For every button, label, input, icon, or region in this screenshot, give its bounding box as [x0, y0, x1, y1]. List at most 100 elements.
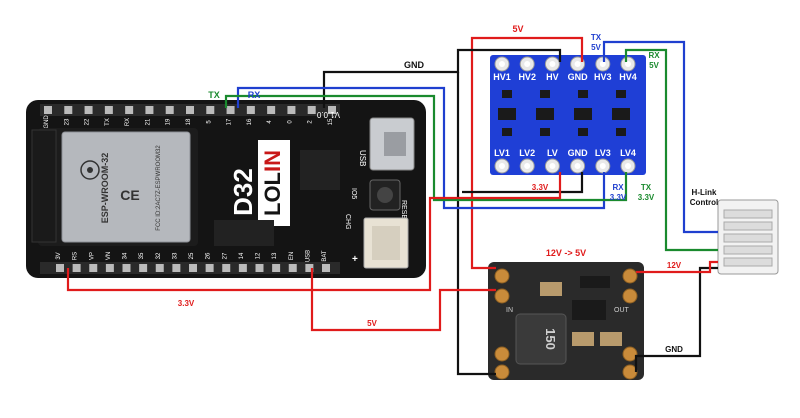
pin-label: 32 — [156, 252, 162, 259]
esp32-shield — [61, 131, 191, 243]
pin-hole — [189, 264, 197, 272]
hlink-label-1: H-Link — [692, 188, 717, 197]
mosfet — [498, 108, 516, 120]
pin-hole — [125, 106, 134, 114]
wire-tx-esp — [224, 94, 628, 202]
svg-text:LOLIN: LOLIN — [260, 150, 285, 216]
label-3v3-shifter: 3.3V — [532, 183, 549, 192]
pin-label: 21 — [145, 118, 151, 125]
label-tx-33-1: TX — [641, 183, 652, 192]
pin-hole — [165, 106, 174, 114]
version-text: V1.0.0 — [316, 110, 340, 119]
wire-gnd-right — [634, 266, 718, 372]
pin-hole — [205, 264, 214, 272]
pin-label: 25 — [189, 252, 195, 259]
label-gnd-right: GND — [665, 345, 683, 354]
brand-box — [258, 140, 290, 226]
pin-label: VP — [89, 252, 95, 260]
board-model-text: D32 — [228, 168, 258, 216]
pin-label: 33 — [172, 252, 178, 259]
pin-label: 35 — [139, 252, 145, 259]
wire-12v — [636, 260, 718, 274]
pin-label: EN — [289, 252, 295, 260]
label-rx-esp: RX — [248, 90, 261, 100]
usb-serial-chip — [300, 150, 340, 190]
inductor-text: 150 — [543, 328, 558, 350]
buck-pad-in-plus — [494, 288, 510, 304]
label-rx-5v-2: 5V — [649, 61, 659, 70]
connector-slot — [723, 221, 773, 231]
buck-in-text: IN — [506, 307, 513, 314]
mosfet — [612, 108, 630, 120]
pin-hole — [122, 264, 131, 272]
shifter-pin-label: HV1 — [493, 72, 511, 82]
label-3v3-bottom: 3.3V — [178, 299, 195, 308]
pin-hole — [246, 106, 255, 114]
pin-hole — [206, 106, 215, 114]
shifter-pin-label: GND — [568, 72, 589, 82]
label-tx-33-2: 3.3V — [638, 193, 655, 202]
pin-label: 4 — [267, 120, 273, 124]
pin-label: 12 — [256, 252, 262, 259]
pin-hole — [89, 264, 98, 272]
pin-label: 34 — [123, 252, 129, 259]
label-tx-5v-1: TX — [591, 33, 602, 42]
label-5v-top: 5V — [512, 24, 523, 34]
label-gnd-top: GND — [404, 60, 425, 70]
label-buck-title: 12V -> 5V — [546, 248, 586, 258]
module-name-text: ESP-WROOM-32 — [100, 153, 110, 224]
connector-slot — [723, 209, 773, 219]
pin-label: RS — [73, 252, 79, 260]
label-5v-bottom: 5V — [367, 319, 377, 328]
wire-gnd-top — [322, 48, 562, 108]
inductor — [515, 313, 567, 365]
brand-lo-text: LOL — [260, 172, 285, 216]
pin-hole — [238, 264, 247, 272]
pin-hole — [272, 264, 281, 272]
buck-pad-out-plus — [622, 268, 638, 284]
shifter-pin-label: LV1 — [494, 148, 510, 158]
pin-hole — [172, 264, 181, 272]
shifter-bottom-holes — [494, 158, 636, 174]
mosfet — [574, 108, 592, 120]
pin-hole — [104, 106, 113, 114]
reset-text: RESET — [400, 200, 407, 224]
pin-hole — [72, 264, 81, 272]
wire-3v3 — [66, 172, 562, 292]
mosfet — [536, 108, 554, 120]
pin-label: VN — [106, 252, 112, 260]
pin-hole — [287, 106, 296, 114]
shifter-pin-label: LV — [547, 148, 558, 158]
pin-label: 5 — [206, 120, 212, 124]
pin-hole — [226, 106, 235, 114]
pin-label: 22 — [85, 118, 91, 125]
pin-label: 16 — [247, 118, 253, 125]
pin-label: 23 — [64, 118, 70, 125]
pin-label: GND — [44, 115, 50, 129]
brand-logo: D32 LOLIN — [228, 140, 290, 226]
pin-hole — [155, 264, 164, 272]
top-pin-holes — [44, 106, 336, 114]
pin-hole — [64, 106, 73, 114]
shifter-components — [498, 90, 630, 136]
label-rx-33-2: 3.3V — [610, 193, 627, 202]
shifter-pin-label: HV2 — [518, 72, 536, 82]
buck-pad-out-minus — [622, 288, 638, 304]
buck-converter-board: 150 IN OUT — [488, 262, 644, 380]
label-tx-5v-2: 5V — [591, 43, 601, 52]
pin-hole — [255, 264, 264, 272]
pin-hole — [186, 106, 194, 114]
pin-label: 14 — [239, 252, 245, 259]
pin-label: 0 — [287, 120, 293, 124]
pin-label: 3V — [56, 252, 62, 259]
pin-label: 19 — [166, 118, 172, 125]
pin-hole — [307, 106, 316, 114]
pin-label: 27 — [222, 252, 228, 259]
brand-in-text: IN — [260, 150, 285, 172]
pin-label: 15 — [328, 118, 334, 125]
antenna-area — [31, 129, 57, 243]
io5-text: IO5 — [350, 188, 357, 199]
